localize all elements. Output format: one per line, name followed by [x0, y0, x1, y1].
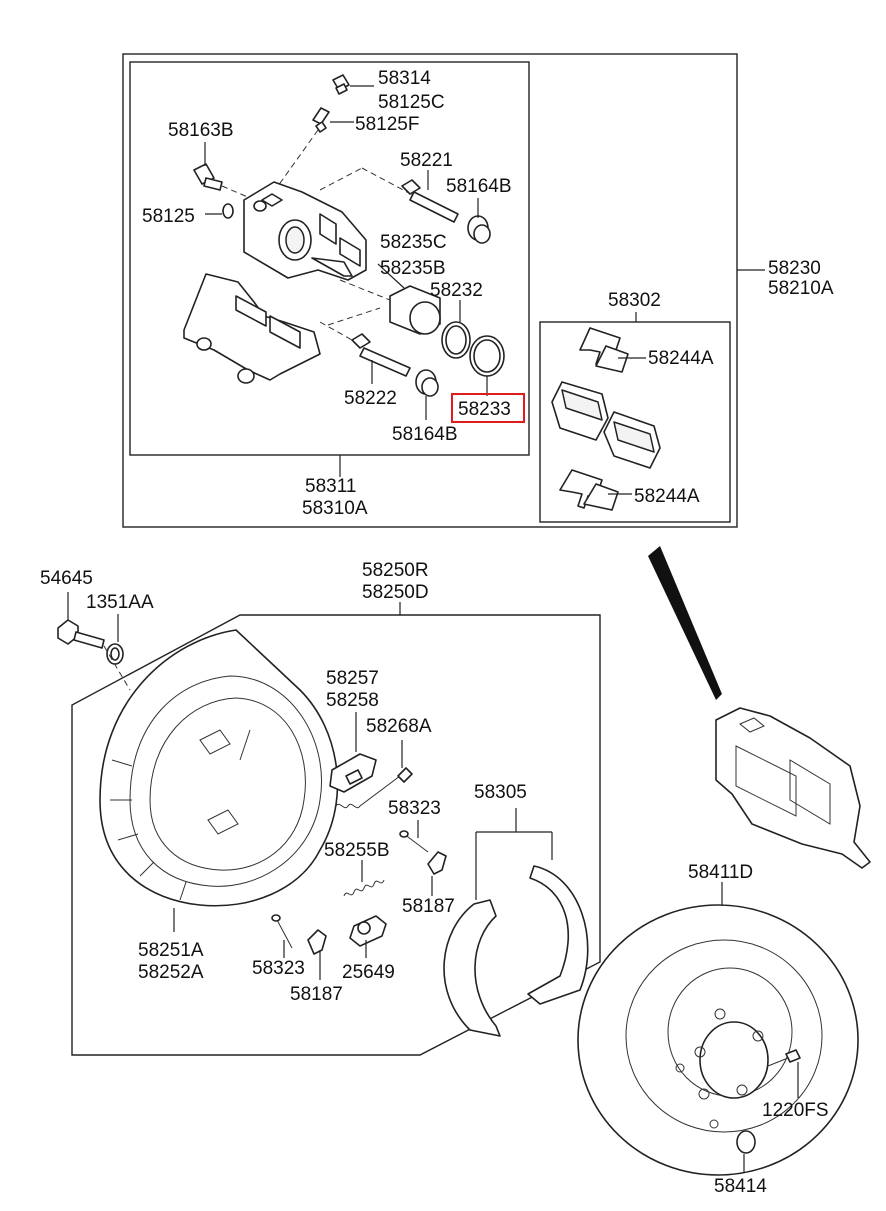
label-58232: 58232 [430, 280, 483, 301]
label-58164B-bottom: 58164B [392, 424, 458, 445]
label-58323-bottom: 58323 [252, 958, 305, 979]
label-58222: 58222 [344, 388, 397, 409]
label-25649: 25649 [342, 962, 395, 983]
label-58323-top: 58323 [388, 798, 441, 819]
adjuster-spring-part [335, 767, 413, 809]
label-58163B: 58163B [168, 120, 234, 141]
label-58244A-top: 58244A [648, 348, 714, 369]
pad-kit-box [539, 321, 731, 523]
label-58302: 58302 [608, 290, 661, 311]
caliper-housing-part [243, 181, 367, 281]
label-58258: 58258 [326, 690, 379, 711]
hold-down-clip-lower-part [307, 929, 327, 955]
brake-shoe-left-part [443, 899, 501, 1037]
label-58257: 58257 [326, 668, 379, 689]
label-58244A-bottom: 58244A [634, 486, 700, 507]
label-58187-top: 58187 [402, 896, 455, 917]
label-58311: 58311 [305, 476, 356, 497]
backing-plate-part [99, 629, 339, 907]
label-58235B: 58235B [380, 258, 446, 279]
mounting-washer-part [106, 643, 124, 665]
label-58250R: 58250R [362, 560, 429, 581]
guide-bolt-part [193, 163, 223, 191]
bleeder-cap-part [332, 74, 350, 95]
piston-part [389, 285, 441, 335]
label-58187-bottom: 58187 [290, 984, 343, 1005]
label-58235C: 58235C [380, 232, 447, 253]
caliper-assembly-illustration [715, 707, 871, 869]
label-58210A: 58210A [768, 278, 834, 299]
label-1351AA: 1351AA [86, 592, 154, 613]
pointer-wedge [648, 546, 722, 700]
highlight-box [451, 393, 525, 423]
label-58221: 58221 [400, 150, 453, 171]
label-58268A: 58268A [366, 716, 432, 737]
return-spring-part [343, 879, 385, 897]
label-58125F: 58125F [355, 114, 419, 135]
label-58305: 58305 [474, 782, 527, 803]
bleeder-screw-part [312, 107, 330, 133]
piston-dust-boot-part [469, 335, 505, 377]
label-58164B-top: 58164B [446, 176, 512, 197]
adjuster-part [329, 753, 377, 793]
label-58310A: 58310A [302, 498, 368, 519]
hold-down-pin-upper-part [399, 830, 429, 853]
pad-clip-lower-part [559, 469, 619, 511]
hold-down-pin-lower-part [271, 914, 293, 949]
label-58125C: 58125C [378, 92, 445, 113]
hold-down-clip-upper-part [427, 851, 447, 875]
label-58250D: 58250D [362, 582, 429, 603]
hub-cap-part [736, 1130, 756, 1154]
pad-clip-upper-part [579, 327, 629, 373]
brake-pad-inner-part [551, 381, 609, 441]
guide-pin-upper-part [401, 179, 459, 223]
label-54645: 54645 [40, 568, 93, 589]
caliper-body-box [129, 61, 530, 456]
label-58414: 58414 [714, 1176, 767, 1197]
label-58230: 58230 [768, 258, 821, 279]
caliper-assembly-outer-box [122, 53, 738, 528]
brake-pad-outer-part [603, 411, 661, 469]
piston-seal-part [441, 321, 471, 359]
brake-disc-part [577, 904, 859, 1176]
label-58252A: 58252A [138, 962, 204, 983]
mounting-bolt-part [57, 619, 105, 649]
label-58125: 58125 [142, 206, 195, 227]
guide-pin-lower-part [351, 333, 411, 377]
label-58251A: 58251A [138, 940, 204, 961]
label-58233: 58233 [458, 399, 511, 420]
label-58411D: 58411D [688, 862, 753, 883]
strut-part [349, 915, 387, 947]
label-58314: 58314 [378, 68, 431, 89]
guide-boot-upper-part [467, 215, 491, 244]
label-1220FS: 1220FS [762, 1100, 829, 1121]
disc-screw-part [767, 1049, 801, 1067]
brake-shoe-right-part [527, 865, 589, 1005]
parking-brake-assembly-box [71, 614, 601, 1056]
label-58255B: 58255B [324, 840, 390, 861]
guide-boot-lower-part [415, 369, 439, 397]
washer-part [222, 203, 234, 219]
caliper-carrier-part [183, 273, 321, 384]
